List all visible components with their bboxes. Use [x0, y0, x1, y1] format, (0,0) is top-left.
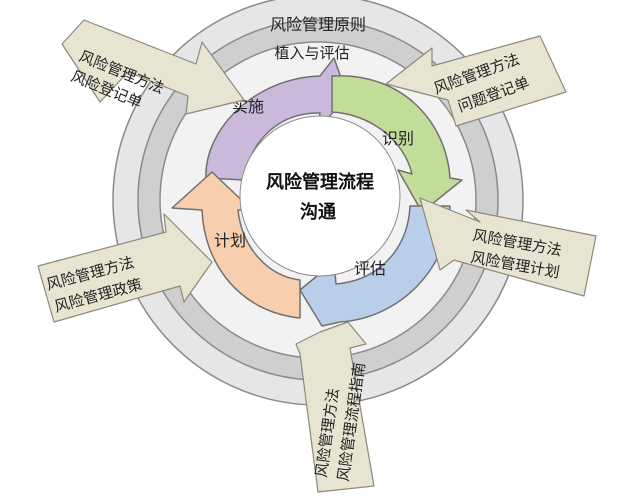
callout-top-left: 风险管理方法 风险登记单 [61, 19, 245, 115]
outer-ring-label: 风险管理原则 [270, 15, 366, 34]
assess-arrow [299, 205, 451, 327]
plan-arrow [171, 171, 301, 319]
center-circle [239, 115, 401, 277]
callout-left-arrow [37, 213, 213, 323]
callout-bottom: 风险管理方法 风险管理流程指南 [295, 321, 375, 493]
callout-top-right-arrow [385, 35, 567, 127]
middle-ring-label: 植入与评估 [274, 44, 349, 62]
center-subtitle: 沟通 [300, 201, 336, 223]
callout-right-arrow [419, 197, 597, 297]
identify-arrow [331, 75, 463, 213]
callout-top-left-arrow [61, 19, 245, 115]
callout-right: 风险管理方法 风险管理计划 [419, 197, 597, 297]
stage-identify-label: 识别 [382, 129, 414, 148]
stage-implement-label: 实施 [232, 97, 264, 116]
stage-assess-label: 评估 [354, 259, 386, 278]
callout-bottom-arrow [295, 321, 375, 493]
stage-plan-label: 计划 [214, 231, 246, 250]
center-title: 风险管理流程 [266, 171, 374, 193]
